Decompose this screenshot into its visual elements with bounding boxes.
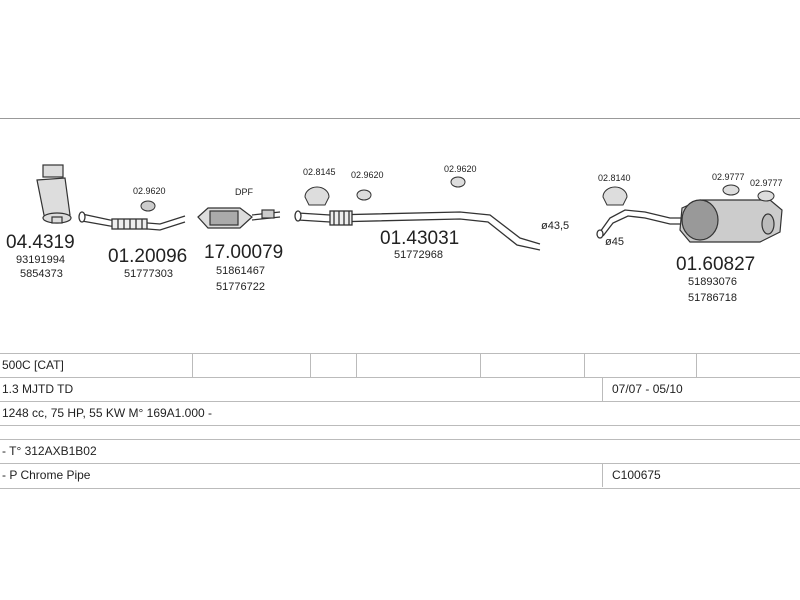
engine-specs: 1248 cc, 75 HP, 55 KW M° 169A1.000 - [2, 406, 213, 420]
diameter-label: ø43,5 [541, 220, 570, 232]
part-number: 01.43031 [380, 228, 460, 249]
kit-code: C100675 [612, 468, 661, 482]
engine-type: 1.3 MJTD TD [2, 382, 74, 396]
clamp-label: 02.9777 [712, 172, 745, 182]
oem-number: 51786718 [688, 292, 737, 304]
table-row: 1.3 MJTD TD 07/07 - 05/10 [0, 377, 800, 402]
part-number: 17.00079 [204, 242, 284, 263]
clamp-label: 02.9620 [133, 186, 166, 196]
clamp-label: 02.8145 [303, 167, 336, 177]
diameter-label: ø45 [605, 236, 624, 248]
clamp-label: 02.9620 [351, 170, 384, 180]
oem-number: 51893076 [688, 276, 737, 288]
oem-number: 51776722 [216, 281, 265, 293]
oem-number: 5854373 [20, 268, 63, 280]
rear-pipe-icon [596, 209, 685, 239]
pipe-option: - P Chrome Pipe [2, 468, 91, 482]
table-row: 1248 cc, 75 HP, 55 KW M° 169A1.000 - [0, 401, 800, 426]
table-row [0, 425, 800, 438]
clamp-label: 02.8140 [598, 173, 631, 183]
clamp-label: 02.9777 [750, 178, 783, 188]
table-row: - T° 312AXB1B02 [0, 439, 800, 464]
part-number: 01.60827 [676, 254, 756, 275]
oem-number: 51777303 [124, 268, 173, 280]
clamp-icon [140, 200, 156, 212]
oem-number: 51861467 [216, 265, 265, 277]
clamp-label: 02.9620 [444, 164, 477, 174]
production-dates: 07/07 - 05/10 [612, 382, 683, 396]
middle-pipe-icon [294, 210, 541, 251]
clamp-icon [304, 176, 466, 206]
dpf-tag: DPF [235, 187, 253, 197]
table-row: - P Chrome Pipe C100675 [0, 463, 800, 489]
dpf-icon [197, 207, 281, 229]
vehicle-model: 500C [CAT] [2, 358, 64, 372]
top-border [0, 118, 800, 119]
type-code: - T° 312AXB1B02 [2, 444, 97, 458]
part-number: 01.20096 [108, 246, 188, 267]
oem-number: 51772968 [394, 249, 443, 261]
catalyst-icon [36, 164, 72, 224]
part-number: 04.4319 [6, 232, 75, 253]
exhaust-diagram [36, 164, 783, 251]
table-row: 500C [CAT] [0, 353, 800, 378]
clamp-icon [602, 184, 775, 206]
front-pipe-icon [78, 211, 186, 231]
muffler-icon [679, 199, 783, 243]
oem-number: 93191994 [16, 254, 65, 266]
